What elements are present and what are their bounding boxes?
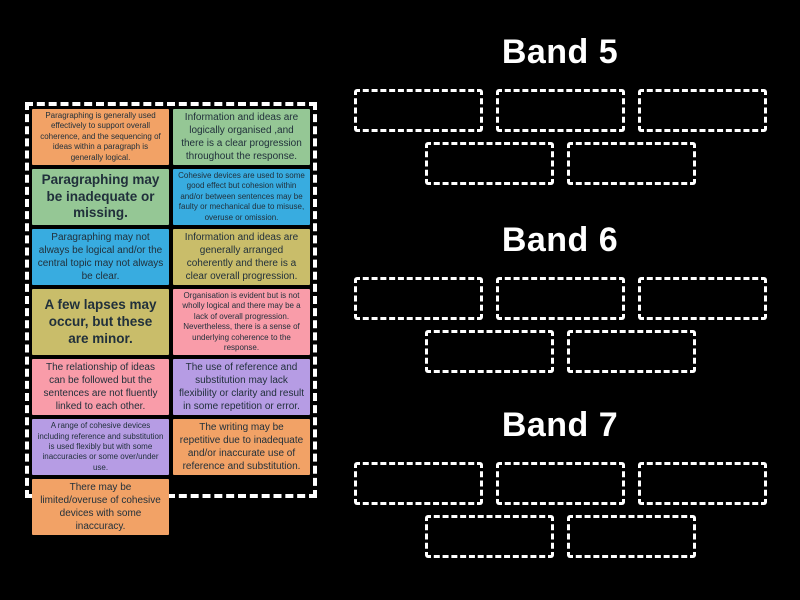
draggable-card[interactable]: The writing may be repetitive due to ina… [173,419,310,476]
empty-slot[interactable] [424,514,554,558]
empty-slot[interactable] [637,276,767,320]
slot-row [330,514,790,558]
group-title: Band 6 [501,221,619,259]
groups-container: Band 5 Band 6 Band 7 [330,0,790,600]
draggable-card[interactable]: Paragraphing is generally used effective… [32,109,169,165]
draggable-card[interactable]: Cohesive devices are used to some good e… [173,169,310,225]
draggable-card[interactable]: Paragraphing may be inadequate or missin… [32,169,169,225]
group-band-7: Band 7 [330,405,790,558]
empty-slot[interactable] [495,461,625,505]
empty-slot[interactable] [495,276,625,320]
group-band-5: Band 5 [330,32,790,185]
empty-slot[interactable] [353,461,483,505]
draggable-card[interactable]: Information and ideas are logically orga… [173,109,310,165]
empty-slot[interactable] [353,276,483,320]
group-title: Band 5 [501,33,619,71]
group-band-6: Band 6 [330,220,790,373]
empty-slot[interactable] [424,141,554,185]
slot-row [330,88,790,132]
empty-slot[interactable] [637,461,767,505]
group-title: Band 7 [501,406,619,444]
empty-slot[interactable] [495,88,625,132]
slot-row [330,329,790,373]
draggable-card[interactable]: The relationship of ideas can be followe… [32,359,169,416]
empty-slot[interactable] [566,329,696,373]
empty-slot[interactable] [566,514,696,558]
draggable-card[interactable]: Information and ideas are generally arra… [173,228,310,285]
empty-slot[interactable] [566,141,696,185]
card-tray: Paragraphing is generally used effective… [25,102,317,536]
draggable-card[interactable]: Paragraphing may not always be logical a… [32,228,169,285]
slot-row [330,461,790,505]
draggable-card[interactable]: A few lapses may occur, but these are mi… [32,288,169,356]
draggable-card[interactable]: There may be limited/overuse of cohesive… [32,479,169,536]
slot-row [330,276,790,320]
draggable-card[interactable]: Organisation is evident but is not wholl… [173,288,310,356]
slot-row [330,141,790,185]
empty-slot[interactable] [353,88,483,132]
empty-slot[interactable] [637,88,767,132]
empty-slot[interactable] [424,329,554,373]
draggable-card[interactable]: A range of cohesive devices including re… [32,419,169,476]
draggable-card[interactable]: The use of reference and substitution ma… [173,359,310,416]
